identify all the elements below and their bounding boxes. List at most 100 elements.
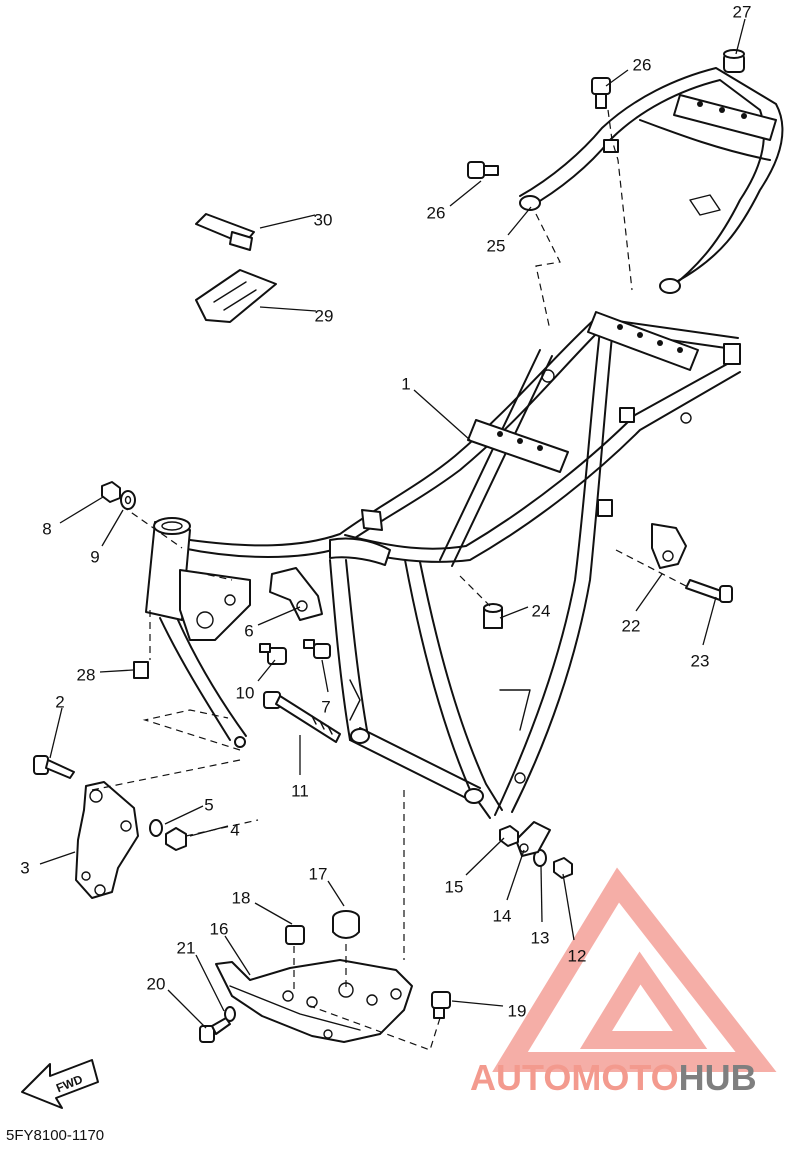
leader-line-16 bbox=[224, 935, 251, 976]
callout-5: 5 bbox=[204, 795, 213, 814]
watermark-text: AUTOMOTOHUB bbox=[470, 1057, 757, 1098]
leader-line-5 bbox=[164, 805, 204, 825]
leader-line-22 bbox=[635, 573, 663, 612]
leader-line-26 bbox=[449, 180, 482, 207]
leader-line-27 bbox=[735, 18, 746, 55]
bolt-part-10 bbox=[259, 643, 287, 665]
spacer-part-24 bbox=[483, 603, 503, 629]
bolt-part-7 bbox=[303, 639, 331, 659]
callout-6: 6 bbox=[244, 621, 253, 640]
callout-leaders bbox=[39, 18, 746, 1029]
leader-line-9 bbox=[101, 509, 124, 547]
leader-line-13 bbox=[540, 865, 543, 923]
nut-part-15 bbox=[499, 825, 519, 847]
watermark-word-2: HUB bbox=[679, 1057, 757, 1098]
assembly-guide-lines bbox=[91, 109, 687, 1051]
callout-29: 29 bbox=[315, 306, 334, 325]
callout-16: 16 bbox=[210, 919, 229, 938]
callout-28: 28 bbox=[77, 665, 96, 684]
callout-1: 1 bbox=[401, 374, 410, 393]
callout-15: 15 bbox=[445, 877, 464, 896]
nut-part-8 bbox=[101, 481, 121, 503]
rear-subframe-part-25 bbox=[519, 67, 784, 294]
callout-26: 26 bbox=[633, 55, 652, 74]
label-part-28 bbox=[133, 661, 149, 679]
bolt-part-20 bbox=[199, 1017, 231, 1043]
callout-19: 19 bbox=[508, 1001, 527, 1020]
leader-line-15 bbox=[465, 837, 505, 876]
callout-14: 14 bbox=[493, 906, 512, 925]
main-frame-part-1 bbox=[145, 311, 741, 819]
bolt-part-19 bbox=[431, 991, 451, 1019]
callout-2: 2 bbox=[55, 692, 64, 711]
bolt-part-18 bbox=[285, 925, 305, 945]
callout-12: 12 bbox=[568, 946, 587, 965]
callout-26: 26 bbox=[427, 203, 446, 222]
clip-part-30 bbox=[195, 213, 255, 251]
callout-4: 4 bbox=[230, 820, 239, 839]
callout-10: 10 bbox=[236, 683, 255, 702]
leader-line-24 bbox=[499, 606, 529, 619]
washer-part-21 bbox=[224, 1006, 236, 1022]
leader-line-1 bbox=[413, 389, 471, 441]
callout-25: 25 bbox=[487, 236, 506, 255]
watermark-word-1: AUTOMOTO bbox=[470, 1057, 679, 1098]
leader-line-3 bbox=[39, 851, 76, 865]
nut-part-4 bbox=[165, 827, 187, 851]
bolt-part-26-upper bbox=[591, 77, 611, 109]
washer-part-9 bbox=[120, 490, 136, 510]
skid-plate-part-16 bbox=[215, 959, 413, 1043]
leader-line-12 bbox=[562, 873, 575, 941]
bracket-part-14 bbox=[515, 821, 551, 857]
leader-line-4 bbox=[189, 825, 229, 837]
leader-line-8 bbox=[59, 496, 104, 524]
leader-line-2 bbox=[49, 707, 63, 759]
callout-20: 20 bbox=[147, 974, 166, 993]
leader-line-26 bbox=[605, 69, 629, 87]
watermark-logo-icon bbox=[492, 867, 777, 1072]
callout-27: 27 bbox=[733, 2, 752, 21]
leader-line-23 bbox=[702, 596, 717, 646]
washer-part-5 bbox=[149, 819, 163, 837]
leader-line-30 bbox=[259, 214, 316, 229]
collar-part-27 bbox=[723, 49, 745, 73]
bolt-part-26-lower bbox=[467, 161, 499, 179]
callout-30: 30 bbox=[314, 210, 333, 229]
callout-3: 3 bbox=[20, 858, 29, 877]
leader-line-18 bbox=[254, 902, 293, 925]
leader-line-6 bbox=[257, 606, 301, 626]
callout-13: 13 bbox=[531, 928, 550, 947]
callout-9: 9 bbox=[90, 547, 99, 566]
callout-7: 7 bbox=[321, 697, 330, 716]
leader-line-10 bbox=[257, 659, 276, 682]
leader-line-29 bbox=[259, 306, 317, 312]
callout-11: 11 bbox=[291, 781, 309, 800]
leader-line-14 bbox=[506, 849, 525, 901]
long-bolt-part-11 bbox=[263, 691, 341, 743]
leader-line-20 bbox=[167, 989, 207, 1029]
callout-23: 23 bbox=[691, 651, 710, 670]
nut-part-12 bbox=[553, 857, 573, 879]
callout-22: 22 bbox=[622, 616, 641, 635]
leader-line-25 bbox=[507, 206, 532, 236]
callout-18: 18 bbox=[232, 888, 251, 907]
bracket-part-22 bbox=[651, 523, 687, 569]
leader-line-17 bbox=[327, 880, 345, 907]
bolt-part-23 bbox=[685, 579, 733, 603]
leader-line-19 bbox=[451, 1000, 504, 1007]
callout-24: 24 bbox=[532, 601, 551, 620]
cap-part-17 bbox=[332, 910, 360, 939]
leader-line-28 bbox=[99, 669, 134, 673]
callout-21: 21 bbox=[177, 938, 196, 957]
leader-line-7 bbox=[321, 659, 329, 693]
bolt-part-2 bbox=[33, 755, 75, 779]
leader-line-21 bbox=[195, 954, 225, 1012]
callout-8: 8 bbox=[42, 519, 51, 538]
pad-part-29 bbox=[195, 269, 277, 323]
callout-numbers: 1234567891011121314151617181920212223242… bbox=[20, 2, 751, 1020]
part-code: 5FY8100-1170 bbox=[6, 1127, 104, 1144]
bracket-part-6 bbox=[269, 567, 323, 621]
forward-arrow-icon: FWD bbox=[21, 1059, 99, 1109]
callout-17: 17 bbox=[309, 864, 328, 883]
